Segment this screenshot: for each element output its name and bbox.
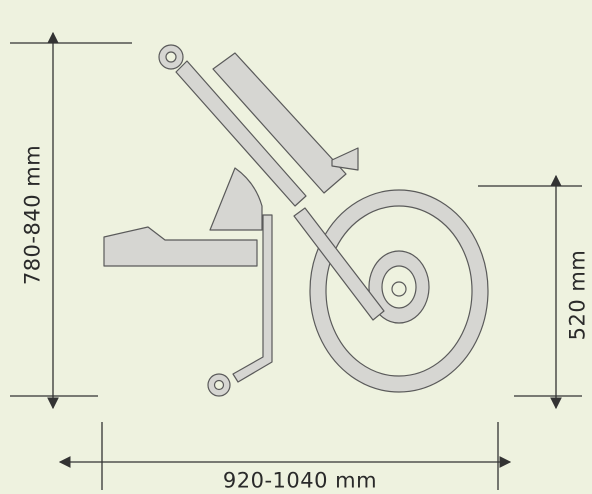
frame-tube [293,207,385,321]
backrest-tube [175,60,307,207]
push-handle [158,44,184,70]
wheel-hub [368,250,430,324]
width-dimension [58,422,512,490]
height-dimension [10,31,132,410]
wheel-height-dimension [478,174,582,410]
seat-cushion [103,226,258,267]
armrest-wedge [331,147,359,171]
backrest-panel [212,52,347,194]
wheel-height-dimension-label: 520 mm [565,249,590,341]
wheelchair-parts [103,44,489,397]
side-guard [209,167,263,231]
height-dimension-label: 780-840 mm [20,144,45,286]
footplate [207,373,231,397]
wheel-axle [391,281,407,297]
footrest-frame [232,214,273,383]
rear-wheel [309,189,489,393]
width-dimension-label: 920-1040 mm [222,468,378,493]
